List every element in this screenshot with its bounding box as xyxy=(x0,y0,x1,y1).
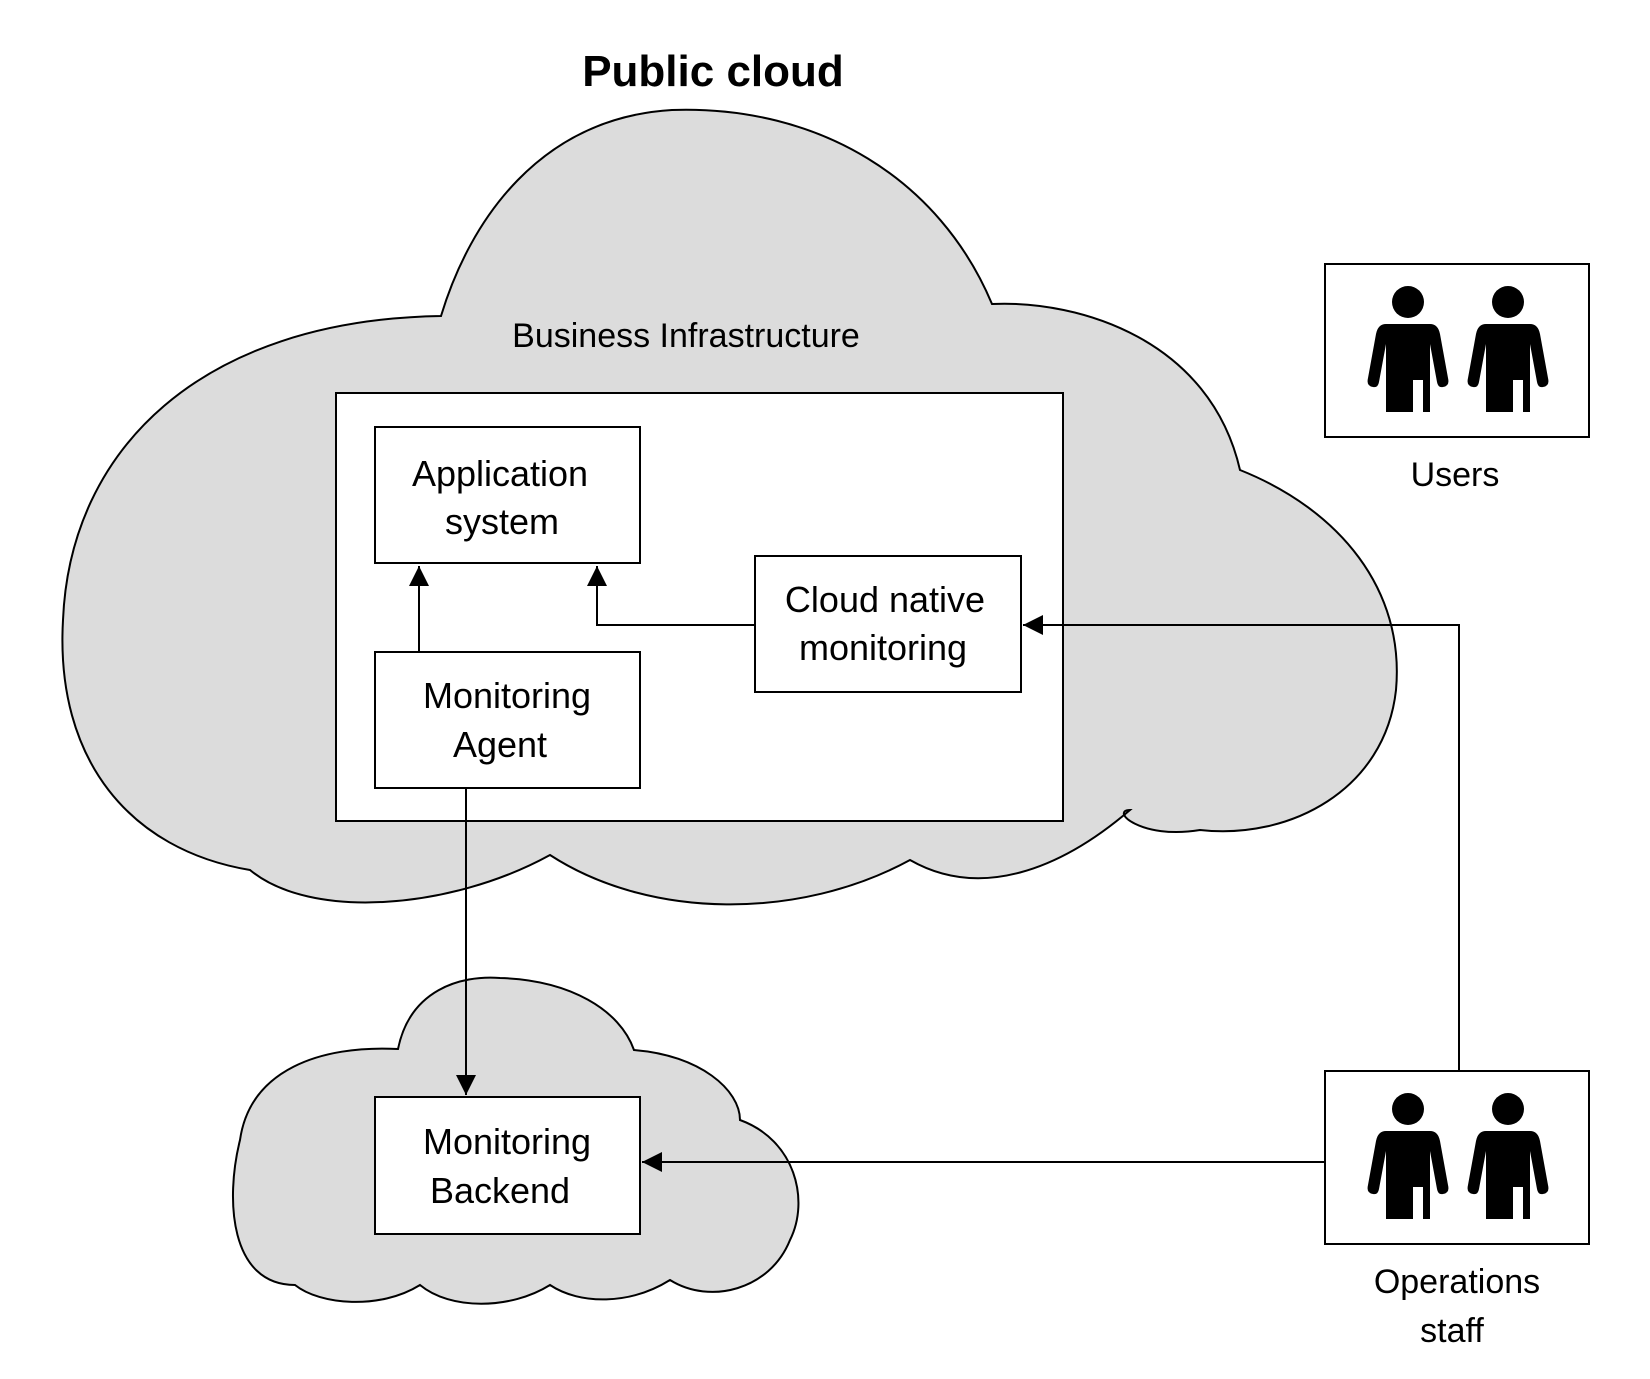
monitoring-agent-label-line2: Agent xyxy=(453,724,547,765)
operations-staff-label-line2: staff xyxy=(1420,1312,1484,1350)
application-system-label-line1: Application xyxy=(412,453,588,494)
monitoring-agent-label-line1: Monitoring xyxy=(423,675,591,716)
application-system-label-line2: system xyxy=(445,501,559,542)
users-label: Users xyxy=(1411,456,1500,494)
operations-staff-label-line1: Operations xyxy=(1374,1263,1540,1301)
business-infrastructure-label: Business Infrastructure xyxy=(512,317,860,355)
users-box xyxy=(1324,263,1590,438)
arrow-operations-to-cloud-native xyxy=(1023,615,1460,1071)
arrow-cloud-native-to-application xyxy=(587,566,755,626)
cloud-native-monitoring-label-line2: monitoring xyxy=(799,627,967,668)
application-system-box xyxy=(374,426,641,564)
diagram-title: Public cloud xyxy=(582,47,844,96)
operations-staff-box xyxy=(1324,1070,1590,1245)
monitoring-backend-box xyxy=(374,1096,641,1235)
cloud-native-monitoring-label-line1: Cloud native xyxy=(785,579,985,620)
monitoring-backend-label-line2: Backend xyxy=(430,1170,570,1211)
monitoring-agent-box xyxy=(374,651,641,789)
cloud-native-monitoring-box xyxy=(754,555,1022,693)
monitoring-backend-label-line1: Monitoring xyxy=(423,1121,591,1162)
